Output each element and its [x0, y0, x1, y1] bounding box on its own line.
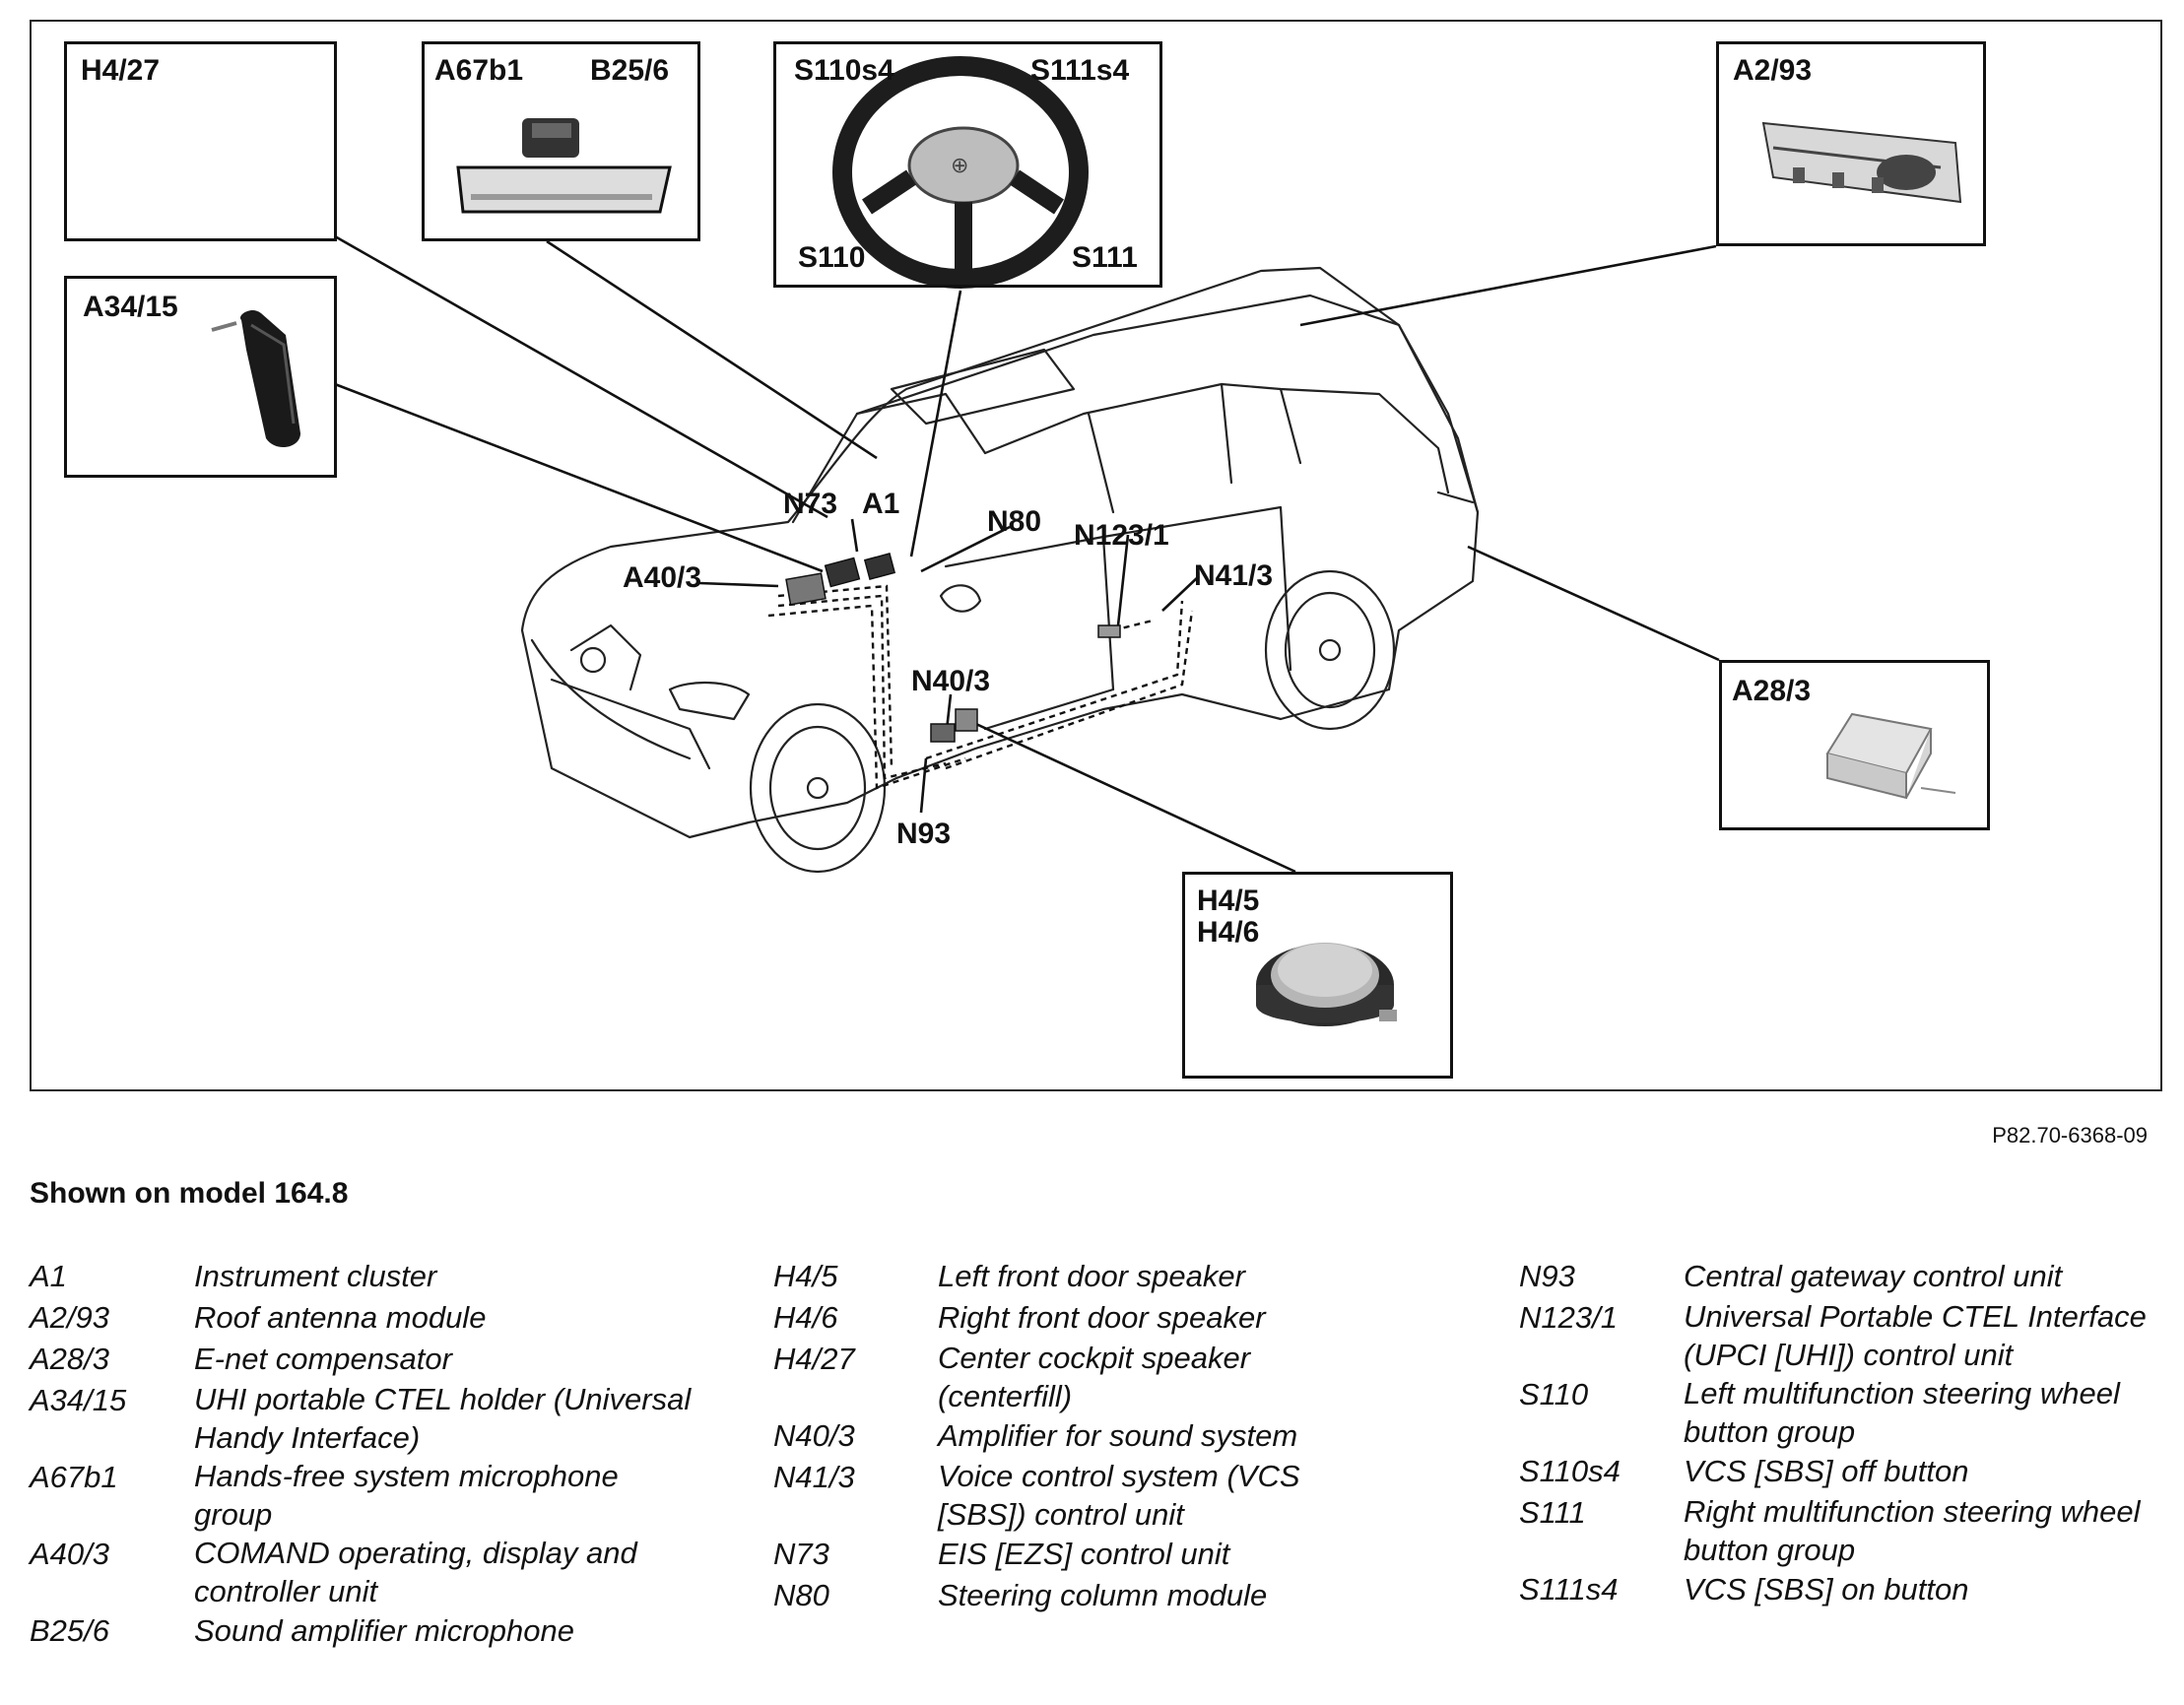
car-body: [520, 266, 1480, 839]
callout-box-a2-93: A2/93: [1716, 41, 1986, 246]
label-a1: A1: [862, 488, 900, 520]
label-a40-3: A40/3: [623, 561, 702, 594]
label-s111s4: S111s4: [1030, 54, 1130, 87]
figure-code: P82.70-6368-09: [1992, 1123, 2148, 1148]
svg-text:⊕: ⊕: [951, 154, 968, 178]
model-caption: Shown on model 164.8: [30, 1177, 349, 1210]
label-a2-93: A2/93: [1733, 54, 1813, 87]
label-n80: N80: [987, 505, 1042, 538]
label-s110: S110: [798, 241, 866, 274]
roof-antenna-image: [1761, 121, 1962, 204]
label-h4-5: H4/5: [1197, 885, 1260, 917]
label-a34-15: A34/15: [83, 291, 178, 323]
diagram-frame: [30, 20, 2162, 1091]
label-a28-3: A28/3: [1732, 675, 1812, 707]
label-s110s4: S110s4: [794, 54, 894, 87]
callout-box-h4-5: H4/5 H4/6: [1182, 872, 1453, 1079]
door-speaker-image: [1256, 943, 1397, 1026]
steering-wheel-image: ⊕: [832, 56, 1089, 289]
label-a67b1: A67b1: [434, 54, 524, 87]
label-h4-6: H4/6: [1197, 916, 1260, 949]
label-n40-3: N40/3: [911, 665, 991, 697]
label-b25-6: B25/6: [590, 54, 670, 87]
label-h4-27: H4/27: [81, 54, 161, 87]
callout-box-steering-wheel: S110s4 S111s4 S110 S111: [773, 41, 1162, 288]
callout-box-a28-3: A28/3: [1719, 660, 1990, 830]
callout-box-a34-15: A34/15: [64, 276, 337, 478]
label-n123-1: N123/1: [1074, 519, 1169, 552]
car-side-windows: [983, 382, 1450, 494]
rearview-mirror-image: [456, 118, 672, 214]
vehicle-illustration: ⊕: [130, 56, 1962, 1026]
label-n41-3: N41/3: [1194, 559, 1274, 592]
phone-holder-image: [211, 310, 300, 448]
label-n73: N73: [783, 488, 838, 520]
label-n93: N93: [896, 818, 952, 850]
enet-compensator-image: [1825, 712, 1956, 800]
callout-box-a67b1: A67b1 B25/6: [422, 41, 700, 241]
car-windshield: [791, 392, 987, 524]
callout-box-h4-27: H4/27: [64, 41, 337, 241]
label-s111: S111: [1072, 241, 1138, 274]
car-roofline: [855, 294, 1401, 416]
